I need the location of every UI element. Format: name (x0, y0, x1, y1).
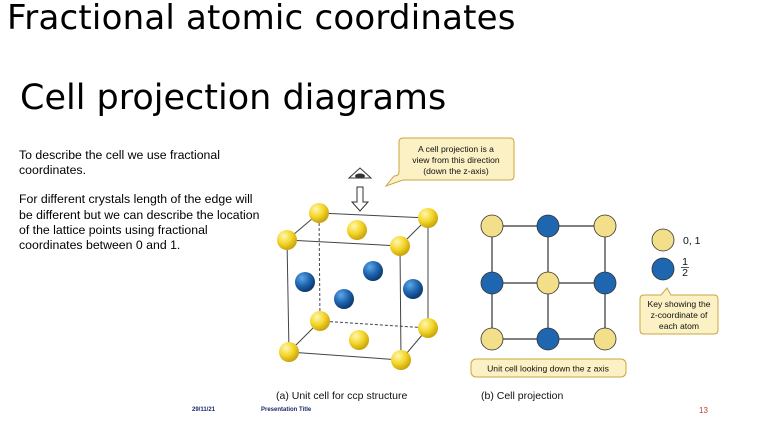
face-atom (334, 289, 354, 309)
corner-atom (390, 236, 410, 256)
paragraph-1: To describe the cell we use fractional c… (19, 148, 220, 178)
atom-z-half (536, 214, 560, 238)
callout-line-1: A cell projection is a (418, 144, 494, 154)
slide-title: Fractional atomic coordinates (7, 0, 516, 38)
atom-z-half (593, 271, 617, 295)
corner-atom (277, 230, 297, 250)
z-key: 0, 1 1 2 (651, 228, 701, 281)
caption-a: (a) Unit cell for ccp structure (276, 390, 407, 402)
key-label-half-num: 1 (682, 256, 688, 268)
unit-cell-atoms (277, 203, 438, 370)
corner-atom (310, 311, 330, 331)
projection-atoms (480, 214, 617, 351)
atom-z0 (593, 327, 617, 351)
key-callout-line-3: each atom (659, 321, 699, 331)
paragraph-2: For different crystals length of the edg… (19, 192, 260, 253)
atom-z0 (480, 327, 504, 351)
callout-line-2: view from this direction (412, 155, 500, 165)
caption-b: (b) Cell projection (481, 390, 563, 402)
corner-atom (391, 350, 411, 370)
corner-atom (309, 203, 329, 223)
atom-z-half (536, 327, 560, 351)
corner-atom (418, 208, 438, 228)
eye-icon (347, 167, 373, 179)
key-callout-line-2: z-coordinate of (651, 310, 708, 320)
face-atom (295, 272, 315, 292)
corner-atom (418, 318, 438, 338)
face-atom (349, 330, 369, 350)
key-atom-z0 (651, 228, 675, 252)
footer-presentation-title: Presentation Title (261, 407, 312, 413)
key-label-half-den: 2 (682, 267, 688, 279)
key-label-0: 0, 1 (683, 235, 701, 247)
footer-date: 29/11/21 (192, 407, 216, 413)
body-text: To describe the cell we use fractional c… (19, 148, 264, 267)
atom-z-half (480, 271, 504, 295)
key-atom-half (651, 257, 675, 281)
page-number: 13 (699, 406, 708, 415)
face-atom (347, 220, 367, 240)
slide-subtitle: Cell projection diagrams (20, 78, 447, 118)
atom-z0 (536, 271, 560, 295)
face-atom (403, 279, 423, 299)
key-callout-line-1: Key showing the (647, 299, 710, 309)
down-arrow-icon (350, 186, 370, 212)
key-callout: Key showing the z-coordinate of each ato… (639, 287, 719, 335)
atom-z0 (480, 214, 504, 238)
callout-line-3: (down the z-axis) (423, 166, 489, 176)
grid-label: Unit cell looking down the z axis (470, 358, 627, 378)
corner-atom (279, 342, 299, 362)
face-atom (363, 261, 383, 281)
grid-label-text: Unit cell looking down the z axis (487, 364, 609, 374)
atom-z0 (593, 214, 617, 238)
view-direction-callout: A cell projection is a view from this di… (384, 137, 515, 188)
